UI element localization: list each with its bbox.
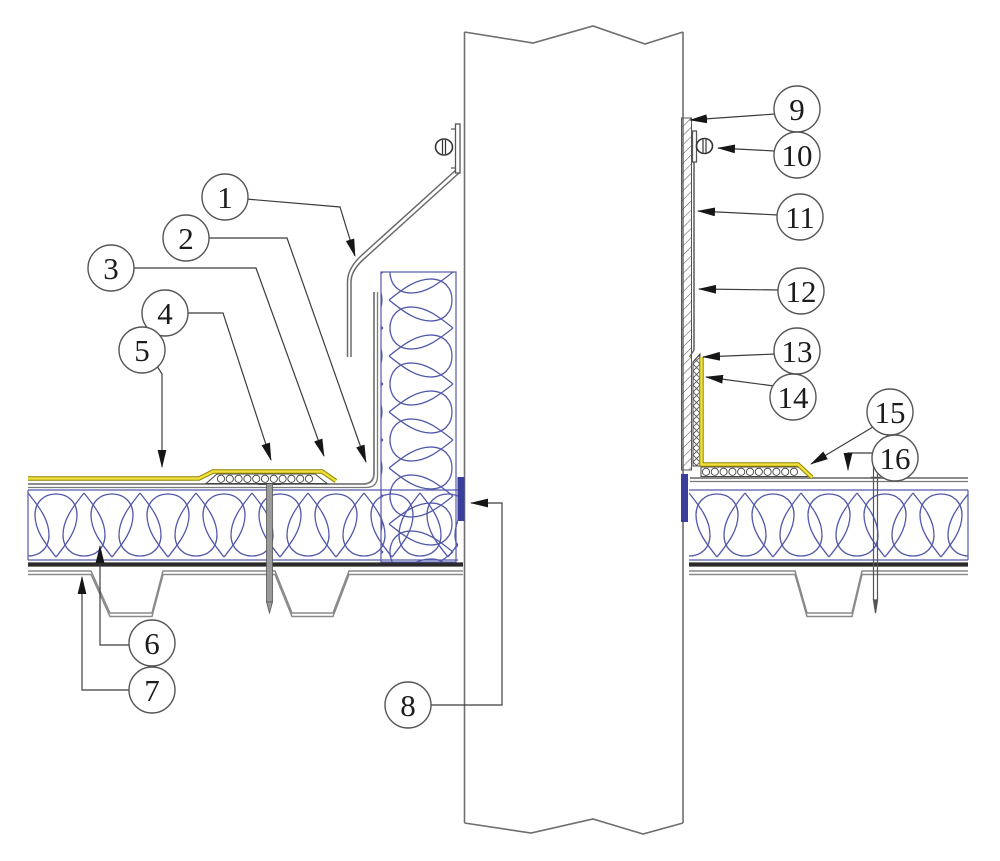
reinforcement-strip-right [700, 466, 813, 477]
callout-16: 16 [871, 434, 919, 482]
callout-7: 7 [128, 666, 176, 714]
reinforcement-strip-left [204, 473, 329, 484]
callout-7-number: 7 [144, 673, 160, 708]
callout-14: 14 [769, 373, 817, 421]
callout-3: 3 [87, 244, 135, 292]
callout-12-number: 12 [786, 274, 817, 309]
vapour-barrier-bar-right [681, 474, 688, 522]
leader-16 [843, 452, 872, 471]
upstand-insulation-column [380, 271, 457, 563]
callout-16-number: 16 [880, 441, 911, 476]
steel-deck-right [689, 570, 968, 618]
membrane-yellow-left [28, 469, 338, 483]
membrane-termination-right [688, 131, 695, 358]
callout-2: 2 [162, 214, 210, 262]
wall-section [463, 25, 684, 835]
callout-2-number: 2 [178, 221, 194, 256]
leader-14 [705, 374, 775, 387]
callout-3-number: 3 [103, 251, 119, 286]
callout-5: 5 [118, 326, 166, 374]
callout-14-number: 14 [778, 380, 810, 415]
wall-protection-board-right [681, 117, 692, 471]
leader-4 [187, 312, 272, 461]
membrane-yellow-right [699, 357, 814, 480]
screw-icon [434, 138, 454, 156]
callout-13: 13 [773, 327, 821, 375]
callout-4-number: 4 [157, 296, 173, 331]
flashing-strip-vertical-right [692, 352, 701, 467]
callout-11: 11 [776, 193, 824, 241]
callout-4: 4 [141, 289, 189, 337]
leader-2 [208, 237, 367, 463]
leader-9 [689, 113, 776, 124]
callout-9-number: 9 [789, 92, 805, 127]
leader-11 [697, 207, 779, 217]
callout-15-number: 15 [875, 395, 906, 430]
callout-13-number: 13 [782, 334, 813, 369]
flashing-fixing-bracket-left [434, 123, 461, 174]
leader-3 [133, 267, 325, 457]
wall-top-break-line [464, 25, 684, 45]
callout-1-number: 1 [217, 180, 233, 215]
callout-12: 12 [777, 267, 825, 315]
deck-fastener-right [870, 460, 881, 614]
roof-insulation-right [689, 490, 968, 560]
termination-bar-fixing-right [691, 130, 714, 163]
callout-9: 9 [773, 85, 821, 133]
leader-lines [77, 113, 874, 706]
counter-flashing [346, 169, 460, 357]
leader-13 [702, 351, 777, 361]
leader-5 [156, 365, 167, 468]
leader-7 [77, 576, 130, 691]
leader-10 [717, 144, 776, 154]
leader-15 [810, 426, 874, 465]
callout-8-number: 8 [400, 688, 416, 723]
vapour-barrier-bar-left [457, 477, 465, 521]
callout-6: 6 [128, 619, 176, 667]
leader-8 [430, 498, 503, 706]
leader-12 [698, 284, 780, 294]
callout-6-number: 6 [144, 626, 160, 661]
wall-bottom-break-line [464, 818, 684, 835]
leader-6 [95, 545, 130, 646]
callout-10: 10 [773, 131, 821, 179]
screw-icon [695, 137, 714, 155]
callout-8: 8 [384, 681, 432, 729]
callout-5-number: 5 [134, 333, 150, 368]
right-roof-assembly [689, 352, 969, 618]
existing-membrane-right [690, 477, 968, 483]
callouts: 1 2 3 4 5 6 7 8 [87, 85, 919, 729]
callout-1: 1 [201, 173, 249, 221]
leader-1 [245, 198, 356, 257]
callout-15: 15 [866, 388, 914, 436]
existing-membrane-left [28, 292, 379, 489]
callout-10-number: 10 [782, 138, 813, 173]
callout-11-number: 11 [785, 200, 815, 235]
steel-deck-left [28, 570, 463, 618]
